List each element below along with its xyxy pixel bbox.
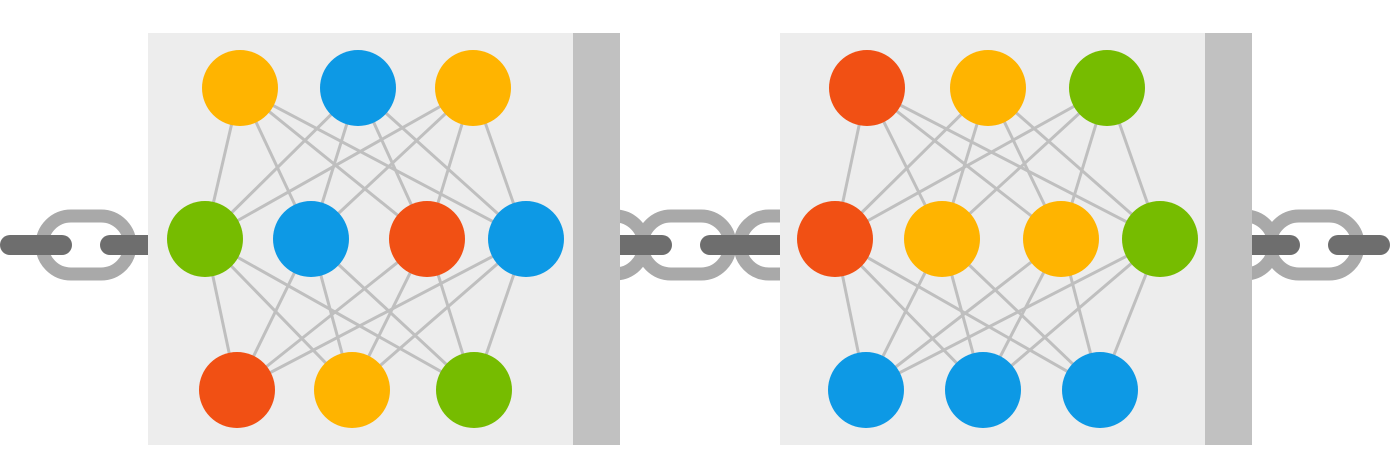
network-edge	[982, 237, 1161, 392]
chain-bar-mid-2	[700, 235, 796, 255]
node-r1-1[interactable]	[829, 50, 905, 126]
neural-network-module-left-input-layer	[202, 50, 511, 126]
node-l2-2[interactable]	[273, 201, 349, 277]
chain-bar-left-lead	[0, 235, 72, 255]
node-l1-2[interactable]	[320, 50, 396, 126]
network-edge	[204, 237, 475, 392]
node-r3-3[interactable]	[1062, 352, 1138, 428]
neural-network-module-left-side-bar	[573, 33, 620, 445]
node-l2-1[interactable]	[167, 201, 243, 277]
node-l3-2[interactable]	[314, 352, 390, 428]
node-r2-1[interactable]	[797, 201, 873, 277]
node-r2-4[interactable]	[1122, 201, 1198, 277]
neural-network-module-right-input-layer	[829, 50, 1145, 126]
network-edge	[834, 86, 1108, 241]
neural-network-module-left-output-layer	[199, 352, 512, 428]
node-l3-1[interactable]	[199, 352, 275, 428]
network-edge	[236, 237, 527, 392]
node-l2-3[interactable]	[389, 201, 465, 277]
network-edge	[865, 237, 1062, 392]
network-edge	[351, 237, 527, 392]
neural-network-module-left	[148, 33, 620, 445]
network-edge	[987, 86, 1161, 241]
node-r3-2[interactable]	[945, 352, 1021, 428]
neural-network-module-right-output-layer	[828, 352, 1138, 428]
node-l1-3[interactable]	[435, 50, 511, 126]
network-edge	[236, 237, 428, 392]
neural-network-module-right	[780, 33, 1252, 445]
network-edge	[204, 86, 474, 241]
network-edge	[866, 86, 1161, 241]
node-r1-3[interactable]	[1069, 50, 1145, 126]
neural-network-module-left-hidden-layer	[167, 201, 564, 277]
node-r2-3[interactable]	[1023, 201, 1099, 277]
node-l3-3[interactable]	[436, 352, 512, 428]
node-r3-1[interactable]	[828, 352, 904, 428]
node-r1-2[interactable]	[950, 50, 1026, 126]
neural-network-module-right-side-bar	[1205, 33, 1252, 445]
network-edge	[865, 237, 1161, 392]
node-r2-2[interactable]	[904, 201, 980, 277]
network-edge	[834, 237, 1101, 392]
network-edge	[239, 86, 527, 241]
module-panels	[148, 33, 1252, 445]
neural-network-module-right-hidden-layer	[797, 201, 1198, 277]
node-l1-1[interactable]	[202, 50, 278, 126]
chain-bar-right-trail	[1328, 235, 1390, 255]
node-l2-4[interactable]	[488, 201, 564, 277]
